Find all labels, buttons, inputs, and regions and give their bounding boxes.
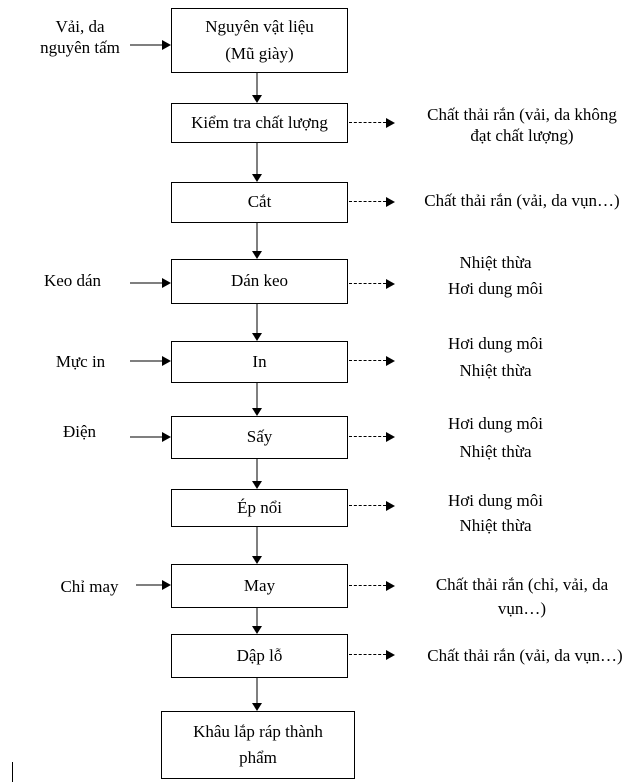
text-cursor-artifact bbox=[12, 762, 13, 782]
box-label: Kiểm tra chất lượng bbox=[191, 112, 328, 132]
output-label-dap-lo: Chất thải rắn (vải, da vụn…) bbox=[412, 645, 638, 666]
arrow-down-icon bbox=[252, 383, 262, 416]
process-box-say: Sấy bbox=[171, 416, 348, 459]
output-label-say: Hơi dung môi Nhiệt thừa bbox=[408, 410, 583, 466]
arrow-down-icon bbox=[252, 608, 262, 634]
arrow-down-icon bbox=[252, 304, 262, 341]
output-label-line: Nhiệt thừa bbox=[459, 253, 532, 272]
output-label-may: Chất thải rắn (chỉ, vải, da vụn…) bbox=[408, 573, 636, 621]
output-label-kiem-tra: Chất thải rắn (vải, da không đạt chất lư… bbox=[408, 104, 636, 147]
box-label: phẩm bbox=[239, 748, 277, 767]
dashed-arrow-right-icon bbox=[349, 432, 395, 442]
box-label: (Mũ giày) bbox=[225, 43, 294, 63]
process-box-khau-lap-rap: Khâu lắp ráp thành phẩm bbox=[161, 711, 355, 779]
process-box-ep-noi: Ép nổi bbox=[171, 489, 348, 527]
output-label-line: vụn…) bbox=[497, 598, 547, 618]
output-label-cat: Chất thải rắn (vải, da vụn…) bbox=[408, 190, 636, 211]
arrow-down-icon bbox=[252, 143, 262, 182]
arrow-down-icon bbox=[252, 73, 262, 103]
output-label-line: Nhiệt thừa bbox=[459, 442, 532, 462]
dashed-arrow-right-icon bbox=[349, 501, 395, 511]
output-label-line: Chất thải rắn (vải, da vụn…) bbox=[424, 191, 620, 210]
input-label-line: Điện bbox=[62, 422, 97, 441]
input-label-vai-da-nguyen-tam: Vải, da nguyên tấm bbox=[28, 16, 132, 59]
output-label-dan-keo: Nhiệt thừa Hơi dung môi bbox=[408, 250, 583, 303]
output-label-line: Hơi dung môi bbox=[448, 491, 543, 510]
dashed-arrow-right-icon bbox=[349, 356, 395, 366]
input-label-line: nguyên tấm bbox=[40, 38, 120, 58]
arrow-down-icon bbox=[252, 459, 262, 489]
process-box-dap-lo: Dập lỗ bbox=[171, 634, 348, 678]
arrow-right-icon bbox=[136, 580, 171, 590]
input-label-line: Mực in bbox=[55, 352, 106, 371]
input-label-dien: Điện bbox=[37, 421, 122, 442]
box-label: Sấy bbox=[246, 427, 273, 447]
box-label: Khâu lắp ráp thành bbox=[193, 721, 323, 741]
box-label: Nguyên vật liệu bbox=[205, 17, 314, 37]
output-label-line: Hơi dung môi bbox=[448, 334, 543, 353]
box-label: May bbox=[243, 575, 276, 595]
box-label: Dập lỗ bbox=[236, 645, 283, 665]
arrow-right-icon bbox=[130, 432, 171, 442]
arrow-down-icon bbox=[252, 223, 262, 259]
input-label-line: Vải, da bbox=[55, 17, 105, 36]
process-box-nguyen-vat-lieu: Nguyên vật liệu (Mũ giày) bbox=[171, 8, 348, 73]
arrow-right-icon bbox=[130, 40, 171, 50]
process-box-cat: Cắt bbox=[171, 182, 348, 223]
input-label-line: Chỉ may bbox=[60, 577, 119, 596]
output-label-ep-noi: Hơi dung môi Nhiệt thừa bbox=[408, 489, 583, 538]
output-label-line: Chất thải rắn (vải, da vụn…) bbox=[427, 646, 623, 665]
process-box-may: May bbox=[171, 564, 348, 608]
process-box-dan-keo: Dán keo bbox=[171, 259, 348, 304]
output-label-line: Hơi dung môi bbox=[448, 279, 543, 299]
process-box-in: In bbox=[171, 341, 348, 383]
arrow-right-icon bbox=[130, 278, 171, 288]
input-label-muc-in: Mực in bbox=[38, 351, 123, 372]
dashed-arrow-right-icon bbox=[349, 279, 395, 289]
output-label-line: Chất thải rắn (vải, da không bbox=[427, 105, 617, 124]
output-label-line: Nhiệt thừa bbox=[459, 515, 532, 535]
box-label: Ép nổi bbox=[237, 497, 282, 517]
output-label-line: Hơi dung môi bbox=[448, 414, 543, 433]
dashed-arrow-right-icon bbox=[349, 581, 395, 591]
input-label-keo-dan: Keo dán bbox=[30, 270, 115, 291]
output-label-line: Nhiệt thừa bbox=[459, 361, 532, 381]
dashed-arrow-right-icon bbox=[349, 197, 395, 207]
dashed-arrow-right-icon bbox=[349, 650, 395, 660]
arrow-down-icon bbox=[252, 678, 262, 711]
dashed-arrow-right-icon bbox=[349, 118, 395, 128]
arrow-down-icon bbox=[252, 527, 262, 564]
output-label-line: đạt chất lượng) bbox=[470, 126, 574, 146]
arrow-right-icon bbox=[130, 356, 171, 366]
input-label-line: Keo dán bbox=[43, 271, 102, 290]
box-label: In bbox=[252, 351, 267, 371]
process-box-kiem-tra-chat-luong: Kiểm tra chất lượng bbox=[171, 103, 348, 143]
input-label-chi-may: Chỉ may bbox=[47, 576, 132, 597]
box-label: Dán keo bbox=[230, 271, 289, 291]
box-label: Cắt bbox=[247, 192, 272, 212]
output-label-in: Hơi dung môi Nhiệt thừa bbox=[408, 330, 583, 384]
output-label-line: Chất thải rắn (chỉ, vải, da bbox=[435, 575, 609, 594]
